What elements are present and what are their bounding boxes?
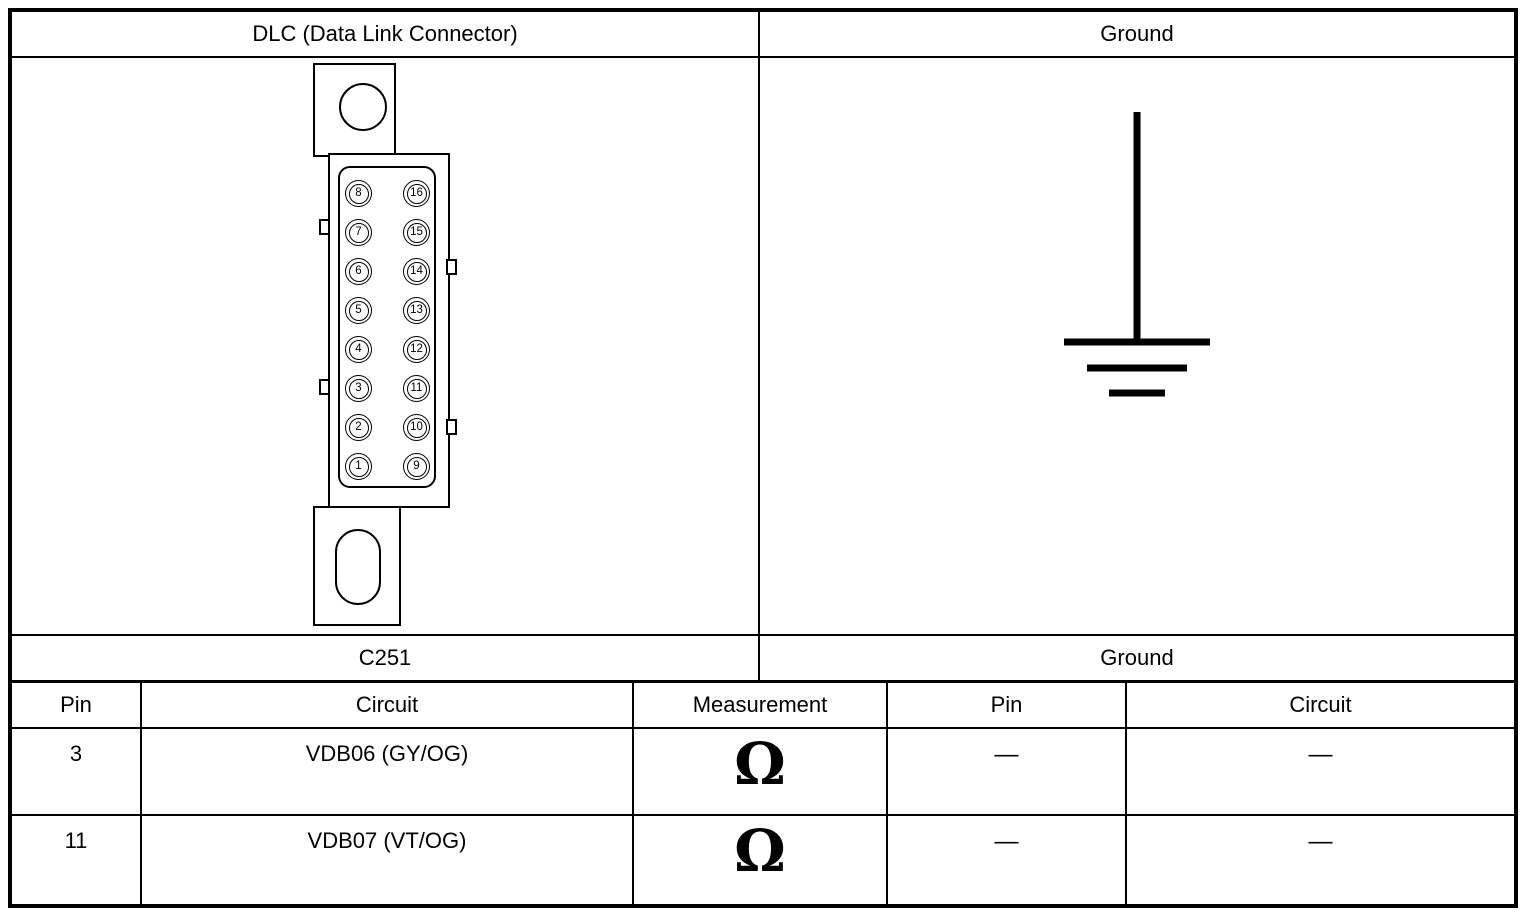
connector-pin-4: 4: [345, 336, 372, 363]
header-pin-left-label: Pin: [60, 692, 92, 717]
connector-pin-12: 12: [403, 336, 430, 363]
row1-circuit-right: —: [1127, 729, 1514, 816]
connector-top-tab: [313, 63, 396, 157]
connector-pin-14: 14: [403, 258, 430, 285]
row1-pin-left: 3: [12, 729, 142, 816]
connector-id-cell: C251: [12, 636, 760, 680]
connector-pin-9: 9: [403, 453, 430, 480]
connector-pin-number: 8: [348, 183, 369, 204]
connector-pin-grid: 8 16 7 15 6 14 5 13 4 12 3 11 2 10 1 9: [338, 166, 436, 488]
header-circuit-right: Circuit: [1127, 683, 1514, 729]
em-dash: —: [1308, 828, 1333, 855]
row1-pin-left-value: 3: [69, 741, 83, 766]
connector-pin-number: 14: [406, 261, 427, 282]
em-dash: —: [994, 828, 1019, 855]
measurement-table: Pin Circuit Measurement Pin Circuit 3 VD…: [12, 680, 1514, 904]
header-circuit-left-label: Circuit: [355, 692, 419, 717]
connector-pin-number: 5: [348, 300, 369, 321]
dlc-title: DLC (Data Link Connector): [252, 21, 518, 46]
ground-symbol-icon: [1064, 112, 1210, 397]
header-pin-right-label: Pin: [990, 692, 1023, 717]
ohm-symbol: Ω: [734, 817, 786, 885]
ground-sublabel: Ground: [1100, 645, 1174, 670]
connector-pin-number: 16: [406, 183, 427, 204]
connector-body: 8 16 7 15 6 14 5 13 4 12 3 11 2 10 1 9: [328, 153, 450, 508]
connector-id-label: C251: [358, 645, 412, 670]
connector-pin-number: 13: [406, 300, 427, 321]
header-measurement: Measurement: [634, 683, 888, 729]
ground-title: Ground: [1100, 21, 1174, 46]
row2-circuit-left-value: VDB07 (VT/OG): [307, 828, 467, 853]
header-circuit-right-label: Circuit: [1289, 692, 1352, 717]
connector-pin-number: 6: [348, 261, 369, 282]
row2-pin-right: —: [888, 816, 1127, 904]
row1-pin-right: —: [888, 729, 1127, 816]
header-circuit-left: Circuit: [142, 683, 634, 729]
ground-label-cell: Ground: [760, 636, 1514, 680]
em-dash: —: [1308, 741, 1333, 768]
connector-pin-number: 10: [406, 417, 427, 438]
ground-header-cell: Ground: [760, 12, 1514, 58]
connector-pin-number: 7: [348, 222, 369, 243]
connector-pin-5: 5: [345, 297, 372, 324]
connector-diagram-cell: 8 16 7 15 6 14 5 13 4 12 3 11 2 10 1 9: [12, 58, 760, 636]
connector-pin-3: 3: [345, 375, 372, 402]
connector-notch-right-2: [446, 419, 457, 435]
ohm-symbol: Ω: [734, 730, 786, 798]
dlc-connector-diagram: 8 16 7 15 6 14 5 13 4 12 3 11 2 10 1 9: [310, 61, 460, 631]
mounting-hole-top: [339, 83, 387, 131]
connector-pin-8: 8: [345, 180, 372, 207]
connector-pin-number: 1: [348, 456, 369, 477]
connector-pin-11: 11: [403, 375, 430, 402]
row2-circuit-left: VDB07 (VT/OG): [142, 816, 634, 904]
connector-pin-15: 15: [403, 219, 430, 246]
ground-diagram-cell: [760, 58, 1514, 636]
connector-notch-right-1: [446, 259, 457, 275]
connector-pin-6: 6: [345, 258, 372, 285]
connector-pin-1: 1: [345, 453, 372, 480]
connector-pin-number: 2: [348, 417, 369, 438]
header-pin-right: Pin: [888, 683, 1127, 729]
connector-notch-left-1: [319, 219, 330, 235]
connector-pin-13: 13: [403, 297, 430, 324]
mounting-hole-bottom: [335, 529, 381, 605]
dlc-header-cell: DLC (Data Link Connector): [12, 12, 760, 58]
connector-pin-number: 9: [406, 456, 427, 477]
connector-pin-number: 12: [406, 339, 427, 360]
row1-circuit-left: VDB06 (GY/OG): [142, 729, 634, 816]
row2-pin-left-value: 11: [64, 828, 88, 853]
row2-pin-left: 11: [12, 816, 142, 904]
row2-circuit-right: —: [1127, 816, 1514, 904]
connector-pin-number: 11: [406, 378, 427, 399]
connector-pin-number: 3: [348, 378, 369, 399]
em-dash: —: [994, 741, 1019, 768]
connector-pin-7: 7: [345, 219, 372, 246]
connector-pin-number: 15: [406, 222, 427, 243]
connector-pin-number: 4: [348, 339, 369, 360]
connector-pin-2: 2: [345, 414, 372, 441]
connector-bottom-tab: [313, 506, 401, 626]
row1-measurement: Ω: [634, 729, 888, 816]
connector-pin-10: 10: [403, 414, 430, 441]
row2-measurement: Ω: [634, 816, 888, 904]
connector-notch-left-2: [319, 379, 330, 395]
header-pin-left: Pin: [12, 683, 142, 729]
connector-pin-16: 16: [403, 180, 430, 207]
row1-circuit-left-value: VDB06 (GY/OG): [305, 741, 469, 766]
header-measurement-label: Measurement: [692, 692, 828, 717]
